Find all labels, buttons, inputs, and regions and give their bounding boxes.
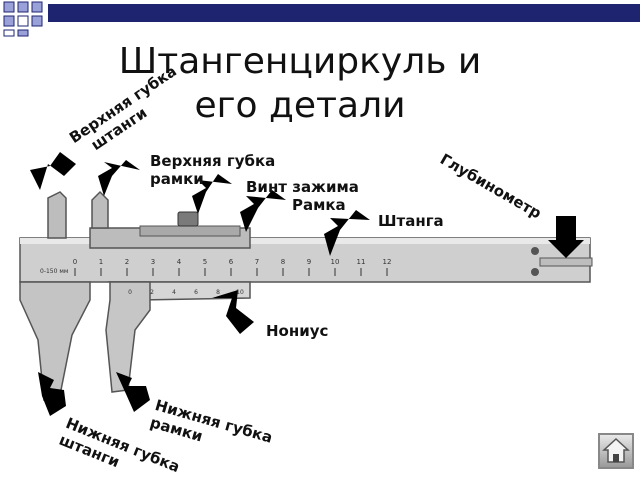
label-upper-jaw-frame-line2: рамки: [150, 170, 204, 188]
header-decoration: [3, 1, 640, 37]
label-upper-jaw-frame-line1: Верхняя губка: [150, 152, 276, 170]
vernier-scale-4: 8: [216, 289, 220, 296]
arrow-lower-jaw-frame: [116, 372, 150, 412]
main-scale-2: 2: [125, 258, 129, 266]
label-clamp-screw-text: Винт зажима: [246, 178, 359, 196]
vernier-scale-2: 4: [172, 289, 176, 296]
label-clamp-screw: Винт зажима Рамка: [246, 178, 359, 214]
vernier-scale-1: 2: [150, 289, 154, 296]
main-scale-5: 5: [203, 258, 207, 266]
main-scale-3: 3: [151, 258, 155, 266]
main-scale-9: 9: [307, 258, 311, 266]
main-scale-11: 11: [357, 258, 366, 266]
vernier-scale-5: 10: [236, 289, 244, 296]
main-scale-10: 10: [331, 258, 340, 266]
vernier-scale-0: 0: [128, 289, 132, 296]
arrow-depth-gauge: [548, 216, 584, 258]
title-line-1: Штангенциркуль и: [118, 41, 482, 82]
lower-jaw-frame: [105, 281, 151, 393]
arrow-upper-jaw-bar: [30, 152, 76, 190]
caliper-illustration: 0 1 2 3 4 5 6 7 8 9 10 11 12 0-150 мм 0 …: [19, 152, 593, 416]
main-scale-0: 0: [73, 258, 77, 266]
main-scale-12: 12: [383, 258, 392, 266]
slide-title: Штангенциркуль и его детали: [80, 40, 520, 128]
label-frame-text: Рамка: [292, 196, 346, 214]
home-button[interactable]: [598, 433, 634, 469]
main-scale-6: 6: [229, 258, 234, 266]
clamp-screw: [177, 211, 199, 227]
arrow-lower-jaw-bar: [38, 372, 66, 416]
label-upper-jaw-frame: Верхняя губка рамки: [150, 152, 275, 188]
depth-gauge-rod: [539, 257, 593, 267]
label-vernier: Нониус: [266, 322, 329, 340]
arrow-bar: [324, 210, 370, 256]
vernier-scale-3: 6: [194, 289, 198, 296]
main-scale-8: 8: [281, 258, 285, 266]
upper-jaw-frame: [91, 190, 109, 229]
main-scale-7: 7: [255, 258, 259, 266]
home-icon: [602, 437, 630, 463]
arrow-frame: [240, 190, 286, 232]
arrow-clamp-screw: [192, 174, 232, 214]
arrow-upper-jaw-frame: [98, 160, 140, 196]
main-scale-4: 4: [177, 258, 182, 266]
upper-jaw-bar: [47, 191, 67, 239]
lower-jaw-bar: [19, 281, 91, 401]
title-line-2: его детали: [194, 85, 406, 126]
label-bar: Штанга: [378, 212, 444, 230]
arrow-vernier: [212, 290, 254, 334]
main-scale-1: 1: [99, 258, 103, 266]
caliper-marking: 0-150 мм: [40, 268, 68, 275]
